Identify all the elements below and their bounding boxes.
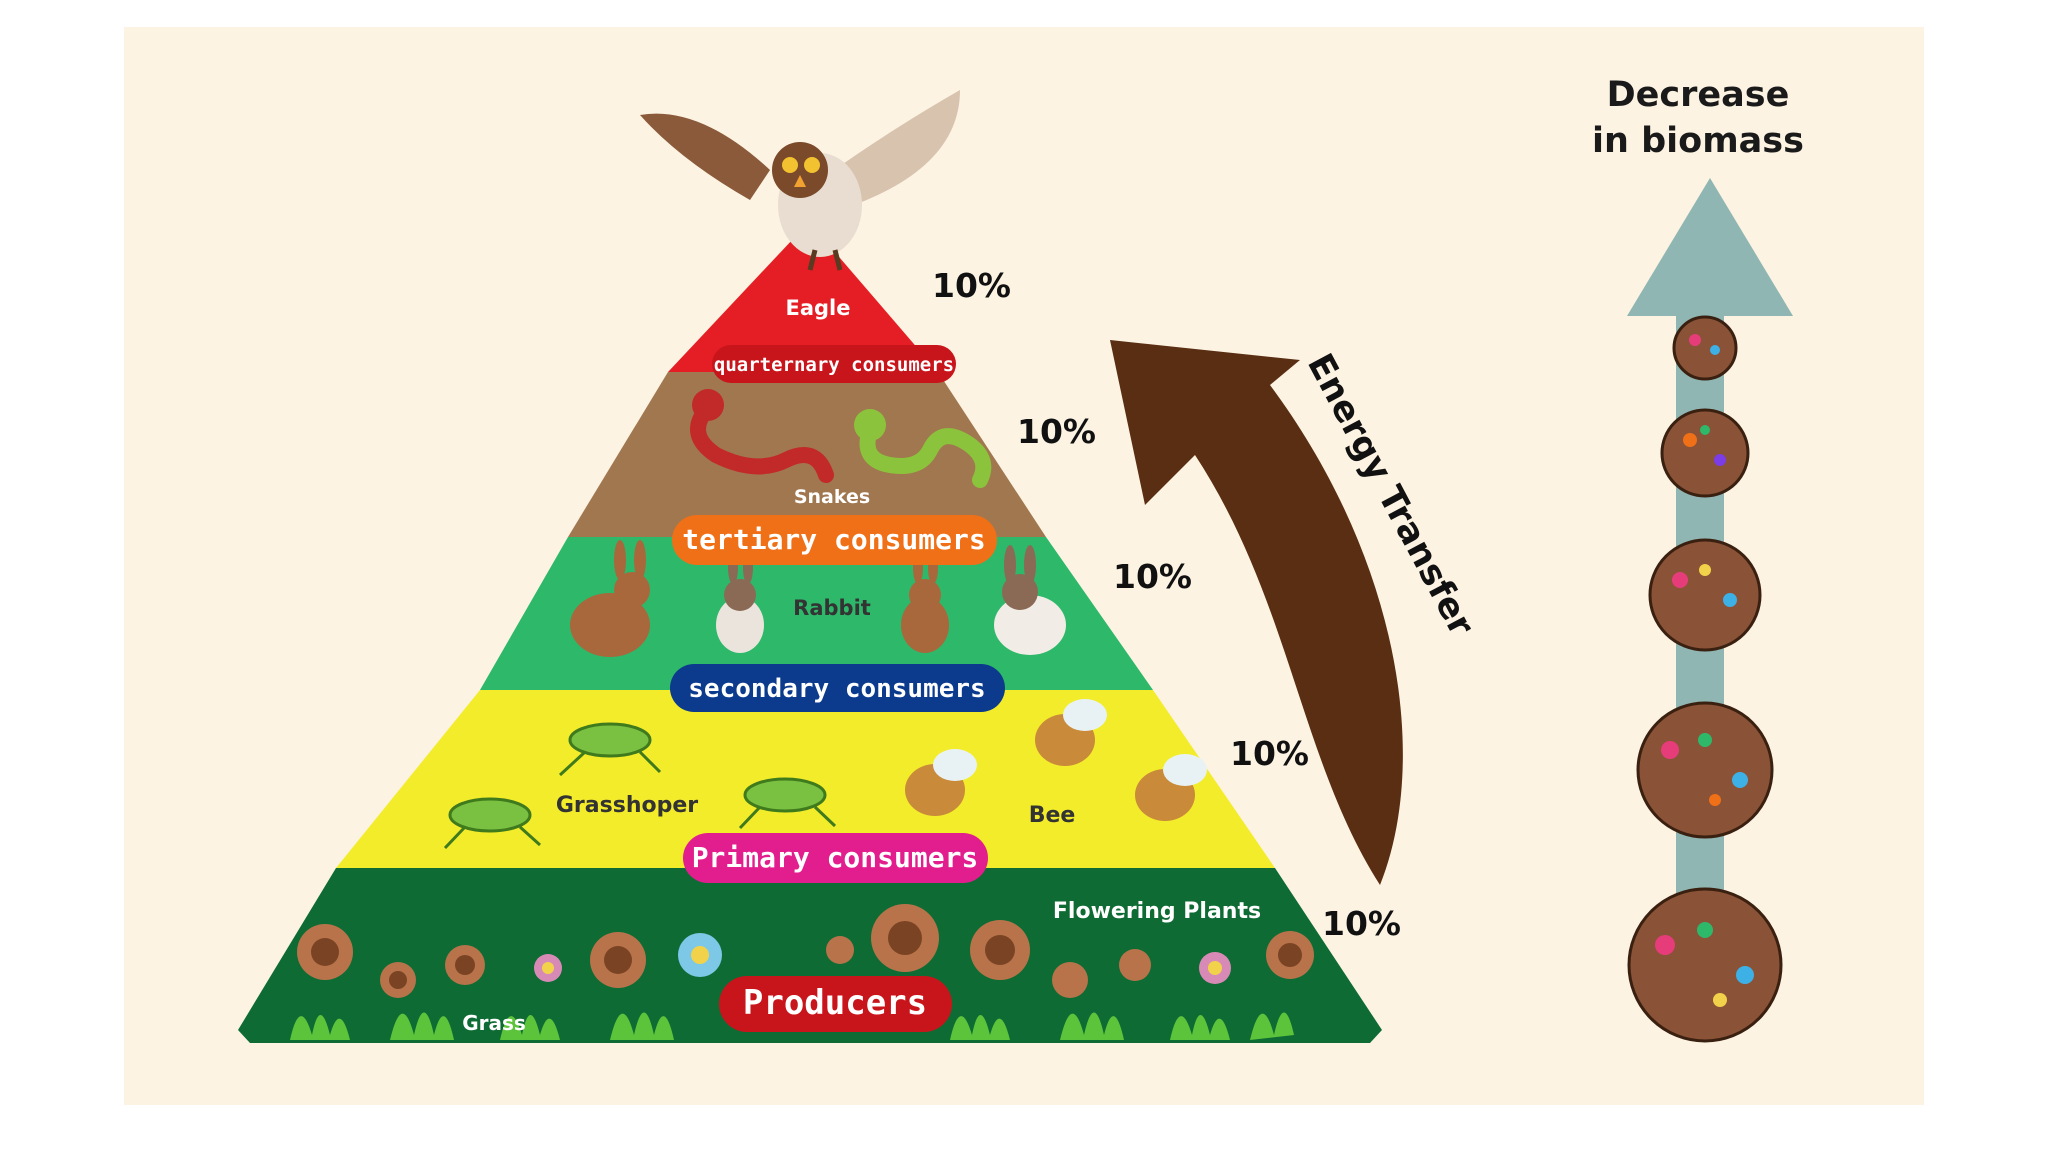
pill-quarternary-consumers — [712, 345, 956, 383]
tier-pills: quarternary consumers tertiary consumers… — [670, 345, 1005, 1032]
efficiency-insects: 10% — [1230, 734, 1309, 773]
pill-secondary-consumers-label: secondary consumers — [688, 674, 985, 704]
organism-labels: Eagle Snakes Rabbit Grasshoper Bee Grass… — [462, 296, 1261, 1035]
pill-primary-consumers-label: Primary consumers — [692, 841, 979, 874]
pill-producers-label: Producers — [743, 983, 927, 1023]
label-grass: Grass — [462, 1011, 526, 1035]
biomass-circle — [1648, 538, 1762, 652]
tier-producers — [238, 868, 1382, 1043]
bee-icons — [905, 699, 1207, 821]
grasshopper-icons — [443, 722, 837, 850]
biomass-arrow-head — [1627, 178, 1793, 316]
energy-arrow-body — [1110, 340, 1403, 885]
efficiency-snakes: 10% — [1017, 412, 1096, 451]
biomass-circle-decor — [1655, 334, 1754, 1007]
efficiency-producers: 10% — [1322, 904, 1401, 943]
tier-quarternary-consumers — [668, 222, 938, 372]
flower-decoration — [297, 904, 1314, 998]
owl-icon — [640, 90, 960, 271]
biomass-title-line1: Decrease — [1607, 75, 1790, 115]
efficiency-rabbit: 10% — [1113, 557, 1192, 596]
biomass-circle — [1636, 701, 1774, 839]
label-eagle: Eagle — [786, 296, 851, 320]
label-bee: Bee — [1029, 803, 1076, 828]
label-rabbit: Rabbit — [793, 596, 871, 620]
biomass-circle — [1660, 408, 1750, 498]
pill-primary-consumers — [683, 833, 988, 883]
pill-producers — [719, 976, 952, 1032]
pill-secondary-consumers — [670, 664, 1005, 712]
efficiency-eagle: 10% — [932, 266, 1011, 305]
biomass-column: Decrease in biomass — [1592, 75, 1804, 1043]
snake-icons — [690, 389, 992, 488]
grass-decoration — [290, 1012, 1294, 1040]
biomass-circles — [1627, 315, 1783, 1043]
efficiency-labels: 10% 10% 10% 10% 10% — [932, 266, 1401, 943]
biomass-circle — [1672, 315, 1738, 381]
pill-tertiary-consumers — [672, 515, 997, 565]
biomass-circle — [1627, 887, 1783, 1043]
label-grasshoper: Grasshoper — [556, 793, 698, 818]
label-flowering-plants: Flowering Plants — [1053, 899, 1261, 924]
pill-tertiary-consumers-label: tertiary consumers — [682, 523, 985, 556]
biomass-title-line2: in biomass — [1592, 121, 1804, 161]
tier-secondary-consumers — [480, 537, 1153, 690]
pill-quarternary-consumers-label: quarternary consumers — [714, 354, 954, 376]
label-snakes: Snakes — [794, 486, 870, 508]
rabbit-icons — [570, 540, 1066, 657]
